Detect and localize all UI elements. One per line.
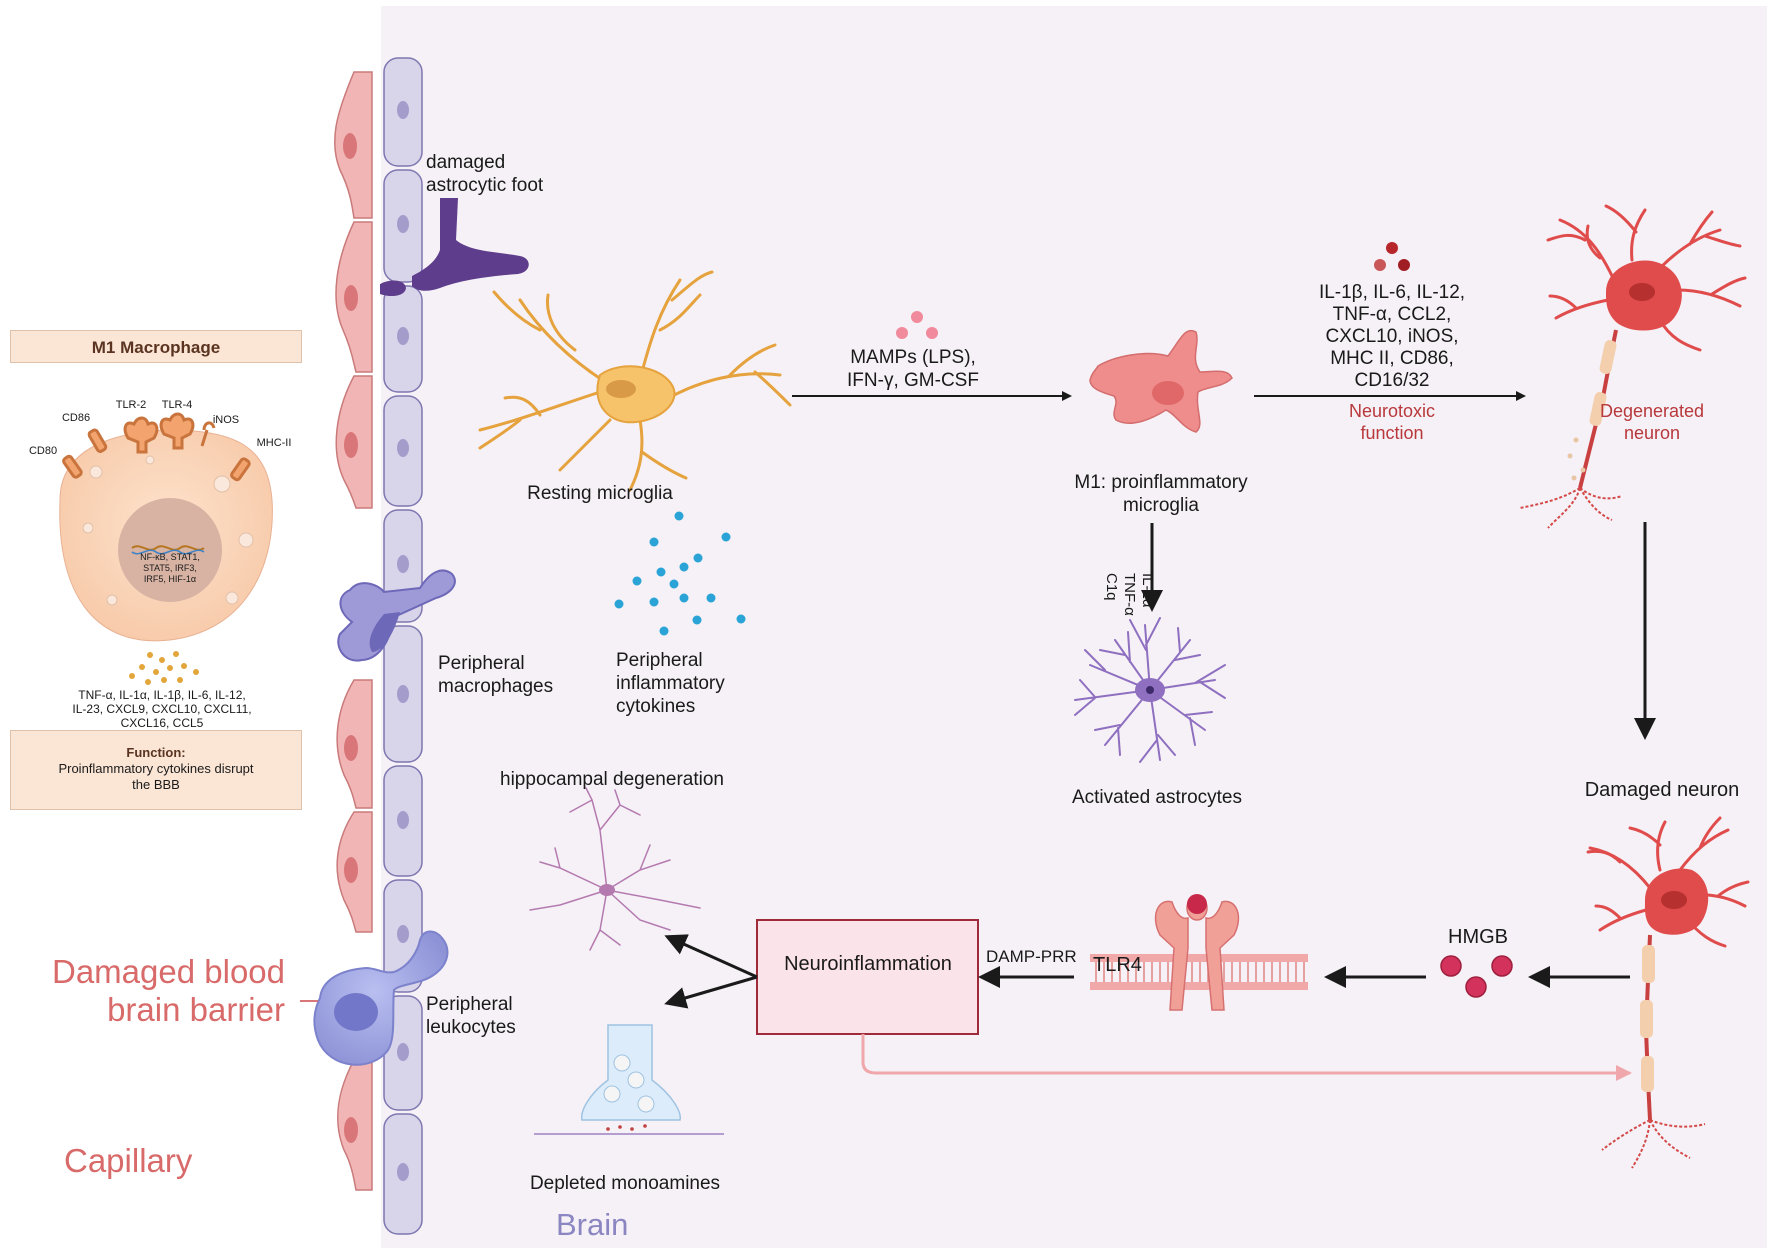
activated-astrocytes-label: Activated astrocytes — [1071, 787, 1243, 808]
macrophage-receptors — [62, 412, 251, 482]
peripheral-macrophages-label: Peripheral macrophages — [438, 653, 554, 697]
function-text: Proinflammatory cytokines disrupt the BB… — [58, 761, 254, 792]
m1-microglia-cell — [1089, 329, 1233, 433]
function-title: Function: — [126, 745, 186, 760]
mamps-label: MAMPs (LPS), IFN-γ, GM-CSF — [847, 347, 979, 391]
capillary-label: Capillary — [64, 1142, 193, 1179]
peripheral-leukocytes-label: Peripheral leukocytes — [426, 994, 516, 1038]
macrophage-cytokines: TNF-α, IL-1α, IL-1β, IL-6, IL-12, IL-23,… — [72, 688, 252, 730]
receptor-cd80-label: CD80 — [28, 445, 58, 457]
resting-microglia-label: Resting microglia — [527, 483, 673, 504]
brain-region — [381, 6, 1767, 1248]
degenerated-neuron-label: Degenerated neuron — [1599, 401, 1705, 443]
receptor-inos-label: iNOS — [212, 414, 240, 426]
receptor-cd86-label: CD86 — [61, 412, 91, 424]
brain-label: Brain — [556, 1207, 629, 1242]
mamps-dots — [896, 311, 938, 339]
neurotoxic-cytokines-label: IL-1β, IL-6, IL-12, TNF-α, CCL2, CXCL10,… — [1318, 282, 1466, 391]
neuroinflammation-box — [756, 919, 979, 1035]
m1-macrophage-title: M1 Macrophage — [91, 338, 221, 357]
peripheral-cytokines-label: Peripheral inflammatory cytokines — [616, 650, 725, 717]
astrocyte-signals-label: IL-1α TNF-α C1q — [1103, 573, 1156, 616]
damaged-neuron-cell — [1586, 816, 1750, 948]
receptor-tlr4-label: TLR-4 — [161, 399, 193, 411]
endfoot-nuclei — [397, 101, 409, 1181]
synapse-terminal — [534, 1024, 724, 1135]
resting-microglia-cell — [478, 270, 792, 492]
nucleus-factors: NF-κB, STAT1, STAT5, IRF3, IRF5, HIF-1α — [140, 552, 200, 584]
receptor-mhc2-label: MHC-II — [256, 437, 292, 449]
macrophage-cytokine-dots — [129, 651, 199, 685]
arrow-to-monoamines — [664, 975, 758, 1009]
m1-macrophage-cell — [59, 429, 273, 642]
damaged-bbb-label: Damaged blood brain barrier — [52, 953, 285, 1028]
hmgb-label: HMGB — [1448, 926, 1508, 948]
depleted-monoamines-label: Depleted monoamines — [529, 1173, 721, 1194]
neuroinflammation-label: Neuroinflammation — [784, 953, 952, 975]
hippocampal-neuron — [529, 787, 701, 951]
tlr4-receptor — [1154, 894, 1240, 1011]
peripheral-leukocyte-cell — [313, 930, 449, 1066]
hmgb-dots — [1440, 955, 1513, 998]
peripheral-macrophage-cell — [337, 569, 456, 662]
degenerated-neuron-axon — [1519, 329, 1623, 529]
peripheral-cytokine-dots — [614, 511, 746, 636]
damaged-neuron-label: Damaged neuron — [1584, 779, 1740, 801]
receptor-tlr2-label: TLR-2 — [115, 399, 147, 411]
m1-microglia-label: M1: proinflammatory microglia — [1074, 472, 1248, 516]
m1-macrophage-title-box: M1 Macrophage — [10, 330, 302, 363]
tlr4-label: TLR4 — [1093, 954, 1142, 976]
arrow-to-hippocampal — [664, 934, 758, 979]
damaged-foot-label: damaged astrocytic foot — [426, 152, 544, 196]
degenerated-neuron-cell — [1546, 204, 1747, 352]
neurotoxic-dots — [1374, 242, 1410, 271]
capillary-endothelium — [334, 71, 373, 1191]
arrow-neuroinflammation-to-neuron — [861, 1034, 1632, 1081]
neurotoxic-function-label: Neurotoxic function — [1348, 401, 1436, 443]
resting-microglia-body — [596, 365, 676, 424]
hippocampal-degeneration-label: hippocampal degeneration — [500, 769, 724, 790]
damaged-astrocytic-foot — [412, 198, 529, 291]
function-box: Function: Proinflammatory cytokines disr… — [10, 730, 302, 810]
damaged-neuron-axon — [1601, 934, 1706, 1169]
damp-prr-label: DAMP-PRR — [986, 947, 1077, 966]
